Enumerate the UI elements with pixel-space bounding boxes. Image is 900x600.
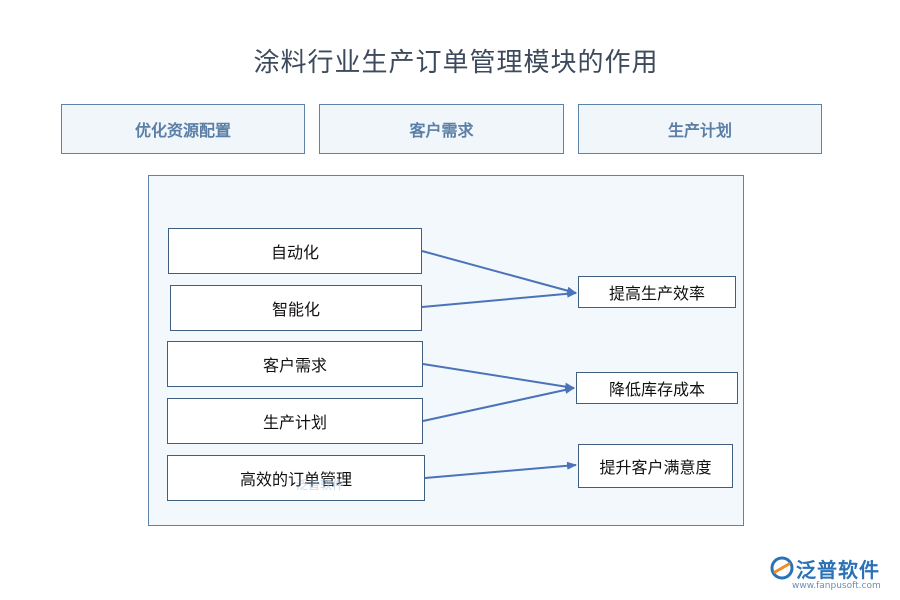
result-node-efficiency: 提高生产效率 xyxy=(578,276,736,308)
result-node-inventory: 降低库存成本 xyxy=(576,372,738,404)
watermark-text: 泛普软件 xyxy=(296,478,345,492)
top-box-plan: 生产计划 xyxy=(578,104,822,154)
input-node-intelligence: 智能化 xyxy=(170,285,422,331)
brand-logo-icon xyxy=(770,556,794,580)
top-box-resource: 优化资源配置 xyxy=(61,104,305,154)
input-node-customer-demand: 客户需求 xyxy=(167,341,423,387)
top-box-customer: 客户需求 xyxy=(319,104,564,154)
input-node-production-plan: 生产计划 xyxy=(167,398,423,444)
brand-logo-name: 泛普软件 xyxy=(796,558,880,582)
diagram-title: 涂料行业生产订单管理模块的作用 xyxy=(253,48,659,78)
input-node-order-management: 高效的订单管理 xyxy=(167,455,425,501)
result-node-satisfaction: 提升客户满意度 xyxy=(578,444,733,488)
brand-logo-url: www.fanpusoft.com xyxy=(792,581,881,591)
input-node-automation: 自动化 xyxy=(168,228,422,274)
brand-logo: 泛普软件 www.fanpusoft.com xyxy=(770,554,895,594)
